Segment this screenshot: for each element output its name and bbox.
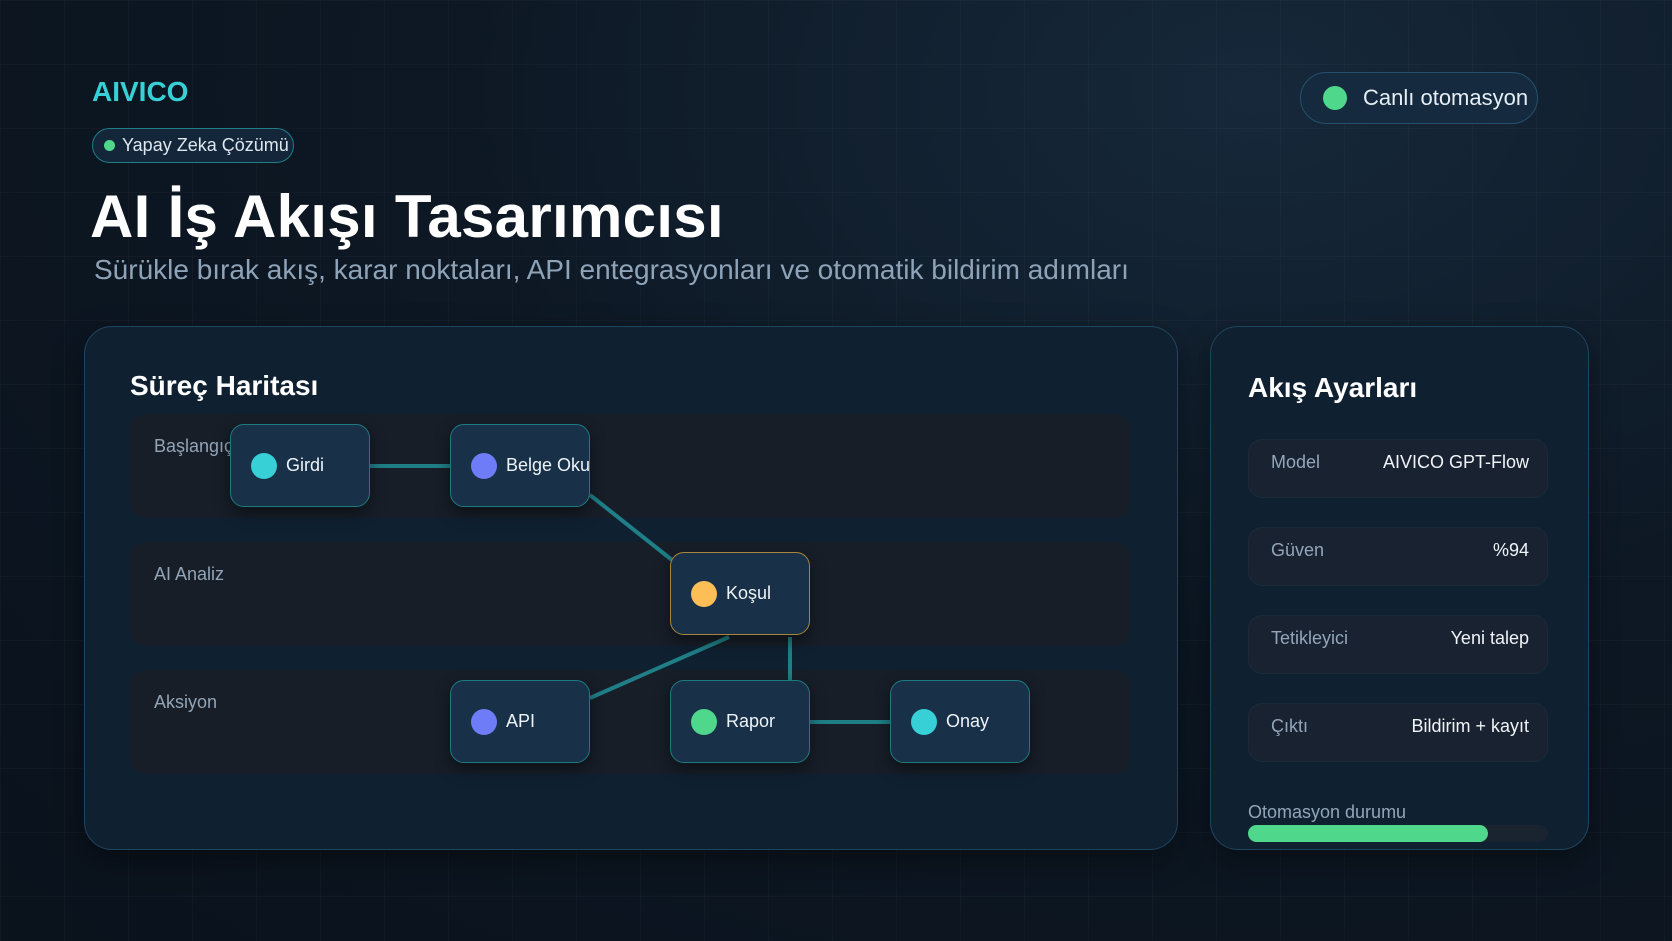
setting-model[interactable]: Model AIVICO GPT-Flow xyxy=(1248,439,1548,498)
setting-trigger[interactable]: Tetikleyici Yeni talep xyxy=(1248,615,1548,674)
category-badge: Yapay Zeka Çözümü xyxy=(92,128,294,163)
lane-ai-analysis: AI Analiz xyxy=(130,542,1130,646)
setting-key: Güven xyxy=(1271,540,1325,560)
setting-output[interactable]: Çıktı Bildirim + kayıt xyxy=(1248,703,1548,762)
setting-key: Model xyxy=(1271,452,1321,472)
lane-label: AI Analiz xyxy=(154,564,225,584)
lane-label: Aksiyon xyxy=(154,692,218,712)
process-map-title: Süreç Haritası xyxy=(130,370,319,401)
automation-progress-bar xyxy=(1248,825,1548,842)
node-label: Onay xyxy=(946,711,990,731)
lane-label: Başlangıç xyxy=(154,436,234,456)
node-label: Koşul xyxy=(726,583,772,603)
node-label: Rapor xyxy=(726,711,776,731)
node-dot-icon xyxy=(911,708,937,735)
node-dot-icon xyxy=(471,452,497,479)
node-label: API xyxy=(506,711,536,731)
setting-key: Çıktı xyxy=(1271,716,1309,736)
live-label: Canlı otomasyon xyxy=(1363,85,1529,110)
flow-settings-panel xyxy=(1210,326,1589,850)
edge-kosul-api xyxy=(589,635,730,700)
node-girdi[interactable]: Girdi xyxy=(230,424,370,507)
node-dot-icon xyxy=(691,708,717,735)
page-title: AI İş Akışı Tasarımcısı xyxy=(90,183,724,250)
status-dot-icon xyxy=(104,140,115,151)
setting-key: Tetikleyici xyxy=(1271,628,1349,648)
node-dot-icon xyxy=(691,580,717,607)
node-rapor[interactable]: Rapor xyxy=(670,680,810,763)
automation-status-label: Otomasyon durumu xyxy=(1248,802,1407,822)
live-automation-badge[interactable]: Canlı otomasyon xyxy=(1300,72,1538,124)
node-api[interactable]: API xyxy=(450,680,590,763)
setting-value: AIVICO GPT-Flow xyxy=(1382,452,1529,472)
page-subtitle: Sürükle bırak akış, karar noktaları, API… xyxy=(94,254,1129,285)
brand-logo: AIVICO xyxy=(92,76,189,107)
flow-settings-title: Akış Ayarları xyxy=(1248,372,1418,403)
node-dot-icon xyxy=(471,708,497,735)
setting-value: Yeni talep xyxy=(1450,628,1529,648)
live-dot-icon xyxy=(1323,86,1347,110)
setting-confidence[interactable]: Güven %94 xyxy=(1248,527,1548,586)
category-label: Yapay Zeka Çözümü xyxy=(122,135,289,155)
node-belge-oku[interactable]: Belge Oku xyxy=(450,424,590,507)
node-label: Belge Oku xyxy=(506,455,590,475)
automation-progress-fill xyxy=(1248,825,1488,842)
setting-value: Bildirim + kayıt xyxy=(1411,716,1529,736)
node-label: Girdi xyxy=(286,455,325,475)
setting-value: %94 xyxy=(1492,540,1529,560)
node-onay[interactable]: Onay xyxy=(890,680,1030,763)
node-kosul[interactable]: Koşul xyxy=(670,552,810,635)
edge-belge-kosul xyxy=(588,493,674,562)
node-dot-icon xyxy=(251,452,277,479)
